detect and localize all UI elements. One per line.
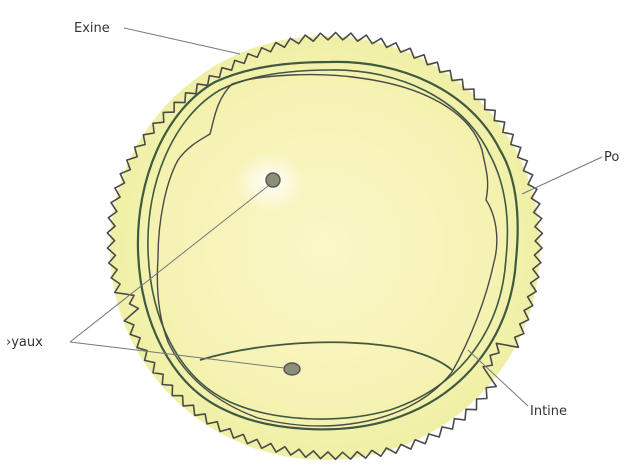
label-noyaux: ›yaux xyxy=(6,335,43,350)
generative-nucleus xyxy=(284,363,300,375)
exine-leader xyxy=(124,28,240,54)
label-exine: Exine xyxy=(74,21,110,36)
pore-leader xyxy=(522,157,602,194)
vegetative-nucleus xyxy=(266,173,280,187)
label-pore: Po xyxy=(604,150,619,165)
label-intine: Intine xyxy=(530,404,567,419)
